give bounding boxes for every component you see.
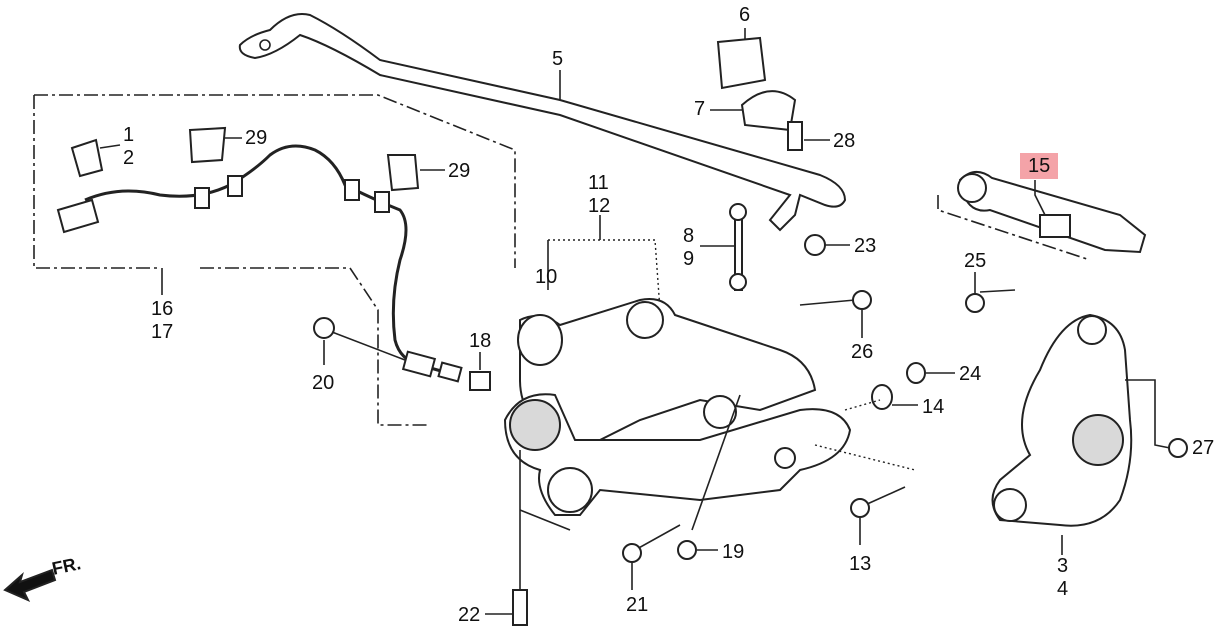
bushing-14: [871, 384, 893, 410]
callout-24: 24: [959, 363, 982, 385]
callout-11: 11: [588, 172, 609, 194]
bushing-14-guide: [844, 399, 881, 411]
abs-sensor-tip: [437, 361, 463, 383]
callout-2: 2: [123, 147, 135, 169]
bushing-holder: [740, 90, 797, 132]
sensor-clip: [70, 138, 104, 178]
trailing-arm-bracket: [548, 239, 661, 311]
nut-19: [677, 540, 697, 560]
abs-sensor-head: [401, 350, 437, 378]
knuckle-hub-bore: [1072, 414, 1124, 466]
callout-4: 4: [1057, 578, 1069, 600]
callout-29-upper: 29: [245, 127, 268, 149]
bushing-24: [906, 362, 926, 384]
leader-27: [1125, 379, 1171, 449]
arm-15-adjuster: [1039, 214, 1071, 238]
callout-17: 17: [151, 321, 174, 343]
lower-arm-rear-mount: [547, 467, 593, 513]
abs-sensor-connector: [56, 198, 100, 234]
callout-28: 28: [833, 130, 856, 152]
bolt-21-head: [622, 543, 642, 563]
stabilizer-bar-eye: [259, 39, 271, 51]
bolt-28: [787, 121, 803, 151]
callout-12: 12: [588, 195, 611, 217]
upper-arm-bushing: [626, 301, 664, 339]
callout-3: 3: [1057, 555, 1069, 577]
callout-1: 1: [123, 124, 135, 146]
upper-arm-15: [958, 171, 1147, 254]
trailing-arm-front-bushing: [517, 314, 563, 366]
wire-clip-lower: [386, 154, 420, 192]
link-joint-top: [729, 203, 747, 221]
callout-29-lower: 29: [448, 160, 471, 182]
bolt-13-guide: [814, 444, 916, 471]
front-direction-arrow-icon: [3, 568, 57, 603]
nut-23: [804, 234, 826, 256]
callout-9: 9: [683, 248, 695, 270]
nut-18: [469, 371, 491, 391]
link-guide-line: [691, 394, 741, 531]
arm-15-bracket: [937, 195, 1091, 261]
callout-18: 18: [469, 330, 492, 352]
stabilizer-bar: [238, 13, 847, 232]
lower-arm-bushing: [509, 399, 561, 451]
callout-21: 21: [626, 594, 649, 616]
link-joint-bottom: [729, 273, 747, 291]
sensor-group-bracket-left: [33, 95, 160, 269]
callout-22: 22: [458, 604, 481, 626]
bolt-21-shaft: [634, 524, 681, 551]
knuckle-lower-bushing: [993, 488, 1027, 522]
callout-26: 26: [851, 341, 874, 363]
arm-15-bushing: [957, 173, 987, 203]
bolt-26-shaft: [799, 299, 856, 306]
callout-7: 7: [694, 98, 706, 120]
callout-10: 10: [535, 266, 558, 288]
bolt-26-head: [852, 290, 872, 310]
leader-1-2: [99, 144, 121, 149]
callout-23: 23: [854, 235, 877, 257]
bolt-13-shaft: [864, 486, 906, 506]
abs-sensor-wire: [84, 144, 456, 377]
callout-13: 13: [849, 553, 872, 575]
knuckle-upper-bushing: [1077, 315, 1107, 345]
sensor-group-bracket-top: [34, 94, 516, 268]
callout-5: 5: [552, 48, 564, 70]
lower-arm-inner-bushing: [703, 395, 737, 429]
callout-6: 6: [739, 4, 751, 26]
bolt-13-head: [850, 498, 870, 518]
lower-arm-outer-pivot: [774, 447, 796, 469]
callout-27: 27: [1192, 437, 1215, 459]
bolt-20-shaft: [331, 331, 406, 361]
sensor-group-bracket-bottom: [200, 267, 430, 426]
bolt-25-shaft: [979, 289, 1016, 293]
callout-15-highlighted: 15: [1020, 153, 1059, 179]
bolt-22: [512, 589, 528, 626]
wire-grommet-2: [227, 175, 243, 197]
wire-grommet-4: [374, 191, 390, 213]
callout-14: 14: [922, 396, 945, 418]
callout-8: 8: [683, 225, 695, 247]
stabilizer-bushing: [716, 36, 767, 90]
bolt-25-head: [965, 293, 985, 313]
washer-27: [1168, 438, 1188, 458]
bolt-20-head: [313, 317, 335, 339]
callout-16: 16: [151, 298, 174, 320]
leader-15: [1034, 180, 1046, 216]
wire-clip-upper: [188, 126, 227, 164]
callout-25: 25: [964, 250, 987, 272]
callout-20: 20: [312, 372, 335, 394]
knuckle: [991, 313, 1133, 527]
wire-grommet-1: [194, 187, 210, 209]
wire-grommet-3: [344, 179, 360, 201]
callout-19: 19: [722, 541, 745, 563]
bolt-22-guide-2: [519, 509, 571, 531]
